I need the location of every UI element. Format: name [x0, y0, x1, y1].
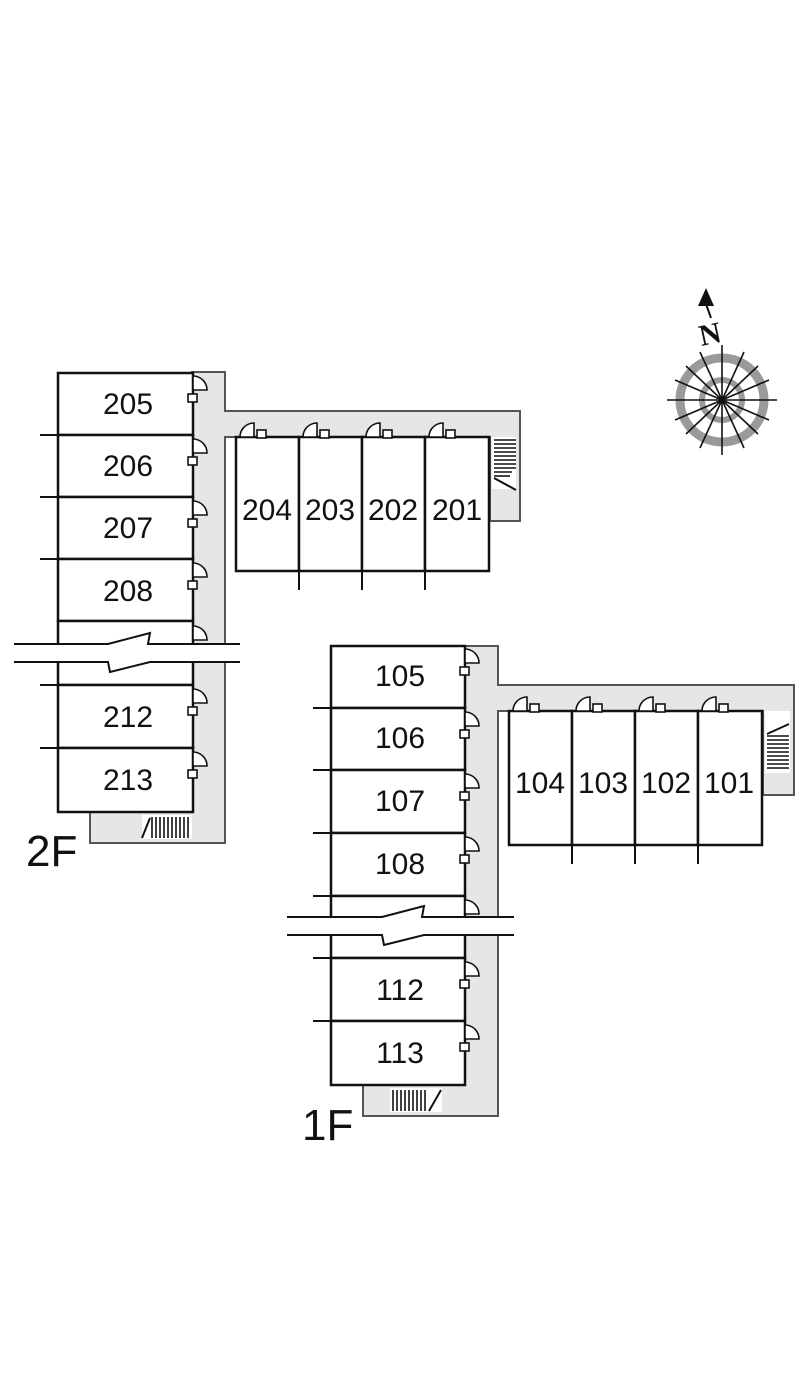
room-number: 204 — [242, 494, 292, 527]
room-number: 212 — [103, 701, 153, 734]
room-number: 107 — [375, 785, 425, 818]
floor-1f: 105 106 107 108 112 113 — [287, 644, 795, 1150]
room-block — [329, 706, 467, 772]
room-block — [329, 1019, 467, 1087]
room-block — [56, 495, 195, 561]
room-block — [696, 709, 764, 847]
room-block — [297, 435, 364, 573]
floor-2f: 205 206 207 208 212 213 — [14, 371, 521, 876]
door-icon — [239, 422, 456, 439]
room-number: 208 — [103, 575, 153, 608]
room-block — [56, 433, 195, 499]
room-number: 207 — [103, 512, 153, 545]
room-number: 113 — [376, 1037, 424, 1070]
stairs-icon — [765, 711, 790, 773]
room-number: 206 — [103, 450, 153, 483]
stairs-icon — [492, 437, 517, 491]
room-block — [329, 831, 467, 898]
rooms-column-1f: 105 106 107 108 112 113 — [313, 644, 480, 1087]
floor-label-2f: 2F — [26, 827, 77, 876]
stairs-icon — [390, 1088, 442, 1112]
room-number: 202 — [368, 494, 418, 527]
room-block — [234, 435, 301, 573]
break-line — [14, 631, 240, 674]
door-icon — [187, 375, 208, 779]
room-number: 105 — [375, 660, 425, 693]
room-number: 112 — [376, 974, 424, 1007]
room-number: 102 — [641, 767, 691, 800]
rooms-column-2f: 205 206 207 208 212 213 — [40, 371, 208, 814]
room-number: 213 — [103, 764, 153, 797]
rooms-row-1f: 104 103 102 101 — [507, 696, 764, 864]
stairs-icon — [141, 815, 192, 839]
north-arrow-icon — [698, 288, 714, 306]
compass-rose-icon — [667, 345, 777, 455]
break-line — [287, 904, 514, 947]
rooms-row-2f: 204 203 202 201 — [234, 422, 491, 590]
room-block — [633, 709, 700, 847]
room-block — [570, 709, 637, 847]
room-number: 203 — [305, 494, 355, 527]
room-number: 104 — [515, 767, 565, 800]
door-icon — [512, 696, 729, 713]
room-number: 108 — [375, 848, 425, 881]
compass: N — [667, 288, 777, 455]
door-icon — [459, 648, 480, 1052]
room-number: 103 — [578, 767, 628, 800]
room-number: 106 — [375, 722, 425, 755]
north-letter: N — [696, 316, 724, 353]
floor-label-1f: 1F — [302, 1101, 353, 1150]
room-number: 201 — [432, 494, 482, 527]
room-block — [56, 746, 195, 814]
room-number: 205 — [103, 388, 153, 421]
room-block — [423, 435, 491, 573]
room-block — [56, 683, 195, 750]
room-number: 101 — [704, 767, 754, 800]
room-block — [329, 644, 467, 710]
